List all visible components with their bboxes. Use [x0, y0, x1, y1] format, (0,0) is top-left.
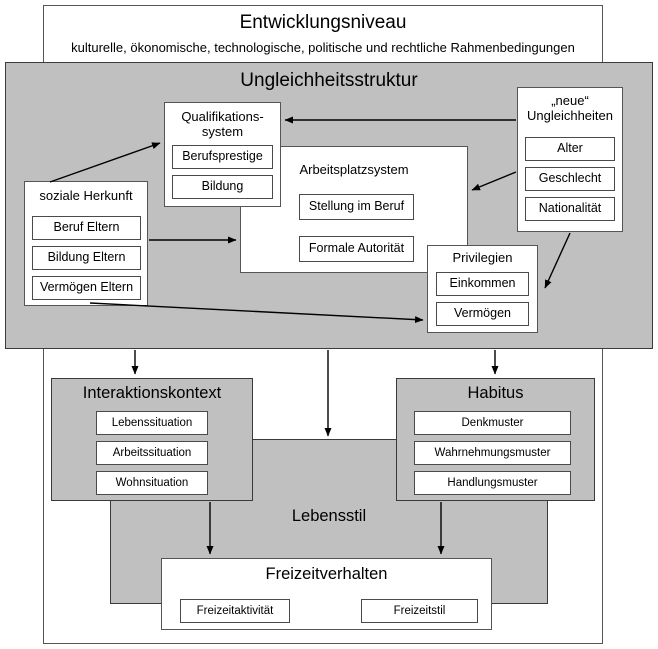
item-wohnsituation: Wohnsituation [96, 471, 208, 495]
item-wahrnehmungsmuster: Wahrnehmungsmuster [414, 441, 571, 465]
item-bildung: Bildung [172, 175, 273, 199]
item-lebenssituation: Lebenssituation [96, 411, 208, 435]
arbeitsplatzsystem-title: Arbeitsplatzsystem [299, 162, 409, 177]
item-bildung-eltern: Bildung Eltern [32, 246, 141, 270]
soziale-herkunft-title: soziale Herkunft [39, 188, 133, 203]
arrow-herkunft-to-qualifikation [49, 142, 161, 183]
item-beruf-eltern: Beruf Eltern [32, 216, 141, 240]
item-vermoegen: Vermögen [436, 302, 529, 326]
qualifikationssystem-title-line1: Qualifikations- [181, 109, 264, 124]
item-berufsprestige: Berufsprestige [172, 145, 273, 169]
item-geschlecht: Geschlecht [525, 167, 615, 191]
page-title: Entwicklungsniveau [239, 12, 407, 33]
arrow-herkunft-to-privilegien [89, 302, 424, 324]
ungleichheitsstruktur-title: Ungleichheitsstruktur [240, 70, 418, 91]
item-arbeitssituation: Arbeitssituation [96, 441, 208, 465]
item-freizeitstil: Freizeitstil [361, 599, 478, 623]
item-formale-autoritaet: Formale Autorität [299, 236, 414, 262]
interaktionskontext-title: Interaktionskontext [82, 384, 222, 402]
item-freizeitaktivitaet: Freizeitaktivität [180, 599, 290, 623]
outer-frame-subtitle: kulturelle, ökonomische, technologische,… [71, 40, 575, 55]
item-alter: Alter [525, 137, 615, 161]
item-vermoegen-eltern: Vermögen Eltern [32, 276, 141, 300]
lebensstil-label: Lebensstil [291, 507, 367, 525]
habitus-title: Habitus [467, 384, 524, 402]
item-einkommen: Einkommen [436, 272, 529, 296]
privilegien-title: Privilegien [452, 250, 513, 265]
neue-ungleichheiten-title-line1: „neue“ [551, 93, 589, 108]
freizeitverhalten-title: Freizeitverhalten [265, 565, 388, 583]
neue-ungleichheiten-title-line2: Ungleichheiten [526, 108, 613, 123]
arrow-neue-to-arbeitsplatz [471, 171, 517, 191]
item-nationalitaet: Nationalität [525, 197, 615, 221]
arrow-neue-to-privilegien [544, 232, 571, 289]
qualifikationssystem-title-line2: system [201, 124, 244, 139]
item-handlungsmuster: Handlungsmuster [414, 471, 571, 495]
item-denkmuster: Denkmuster [414, 411, 571, 435]
item-stellung-im-beruf: Stellung im Beruf [299, 194, 414, 220]
